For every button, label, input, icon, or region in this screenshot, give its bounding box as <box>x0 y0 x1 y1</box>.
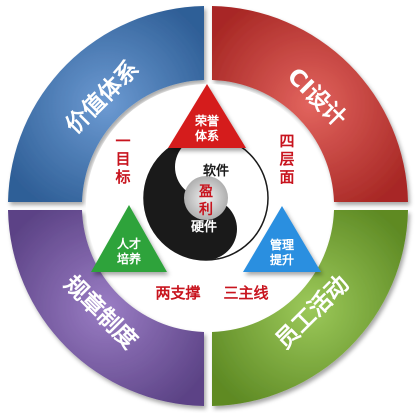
triangle-talent-line2: 培养 <box>117 251 141 266</box>
triangle-management-improvement <box>243 206 321 272</box>
four-layers-label-char3: 面 <box>279 168 294 186</box>
triangle-honor-line2: 体系 <box>195 128 219 143</box>
yinyang-center-disc <box>184 176 228 220</box>
triangle-talent-line1: 人才 <box>117 236 141 251</box>
yinyang-hardware-label: 硬件 <box>191 219 217 235</box>
three-lines-label: 三主线 <box>223 284 268 302</box>
triangle-management-line1: 管理 <box>270 237 294 252</box>
yinyang-software-label: 软件 <box>203 163 229 179</box>
goal-label-char3: 标 <box>114 168 130 186</box>
four-layers-label-char1: 四 <box>279 132 294 150</box>
four-layers-label-char2: 层 <box>279 150 294 168</box>
quadrant-bottom-right <box>212 210 408 406</box>
yinyang <box>143 135 269 261</box>
goal-label-char1: 一 <box>115 132 130 150</box>
triangle-honor-system <box>168 84 246 148</box>
goal-label-char2: 目 <box>115 150 130 168</box>
triangle-talent-training <box>91 205 167 272</box>
two-supports-label: 两支撑 <box>155 284 200 302</box>
triangle-honor-line1: 荣誉 <box>194 113 220 128</box>
triangle-management-line2: 提升 <box>270 252 294 267</box>
quadrant-top-right <box>212 6 408 202</box>
profit-label-line1: 盈 <box>198 184 213 200</box>
profit-label-line2: 利 <box>199 201 213 218</box>
quadrant-top-left <box>8 6 204 202</box>
quadrant-bottom-left <box>8 210 204 406</box>
